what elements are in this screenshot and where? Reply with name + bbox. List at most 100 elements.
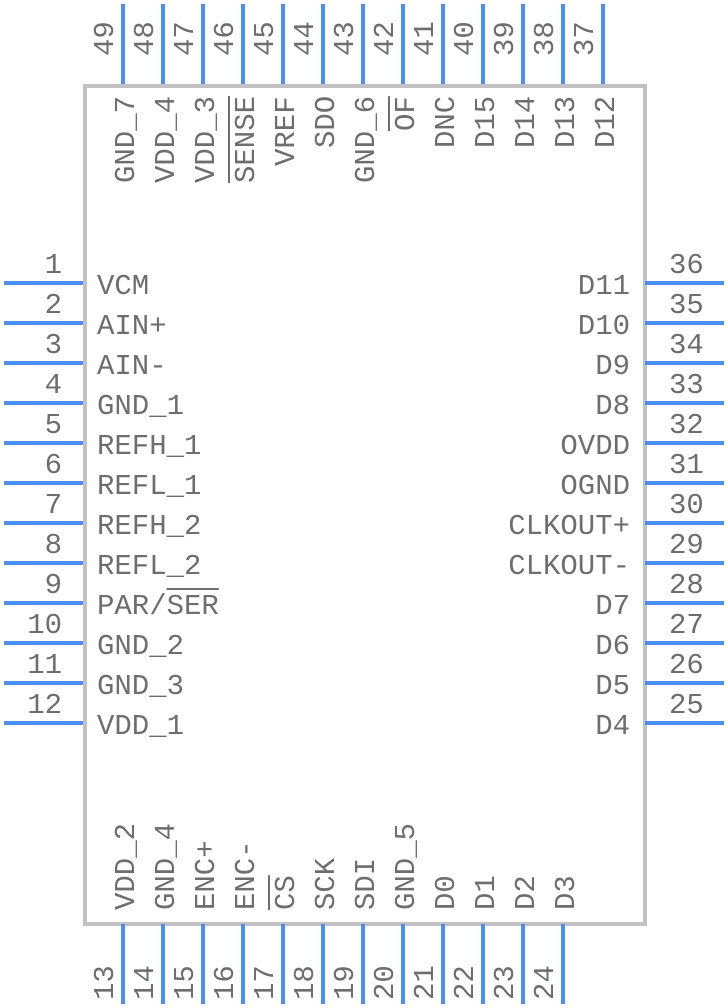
pin-number: 21: [409, 965, 442, 1000]
pin-number: 34: [669, 329, 704, 362]
pin-name: CLKOUT+: [508, 510, 631, 543]
pin-21-lead: [441, 924, 445, 1004]
pin-19-lead: [361, 924, 365, 1004]
pin-name: VDD_3: [190, 95, 223, 183]
pin-22-lead: [481, 924, 485, 1004]
pin-37-lead: [601, 4, 605, 84]
pin-name: SENSE: [230, 95, 263, 183]
pin-number: 28: [669, 569, 704, 602]
pin-number: 12: [27, 689, 62, 722]
pin-name: ENC-: [230, 840, 263, 910]
pin-36-lead: [645, 281, 724, 285]
pin-number: 29: [669, 529, 704, 562]
pin-30-lead: [645, 521, 724, 525]
pin-name: REFL_2: [97, 550, 202, 583]
pin-number: 38: [529, 21, 562, 56]
pin-name: REFH_2: [97, 510, 202, 543]
pin-name: SDI: [350, 857, 383, 910]
pin-name: D5: [595, 670, 630, 703]
pin-number: 8: [44, 529, 62, 562]
pin-43-lead: [361, 4, 365, 84]
pin-23-lead: [521, 924, 525, 1004]
pin-number: 6: [44, 449, 62, 482]
pin-32-lead: [645, 441, 724, 445]
pin-name: VDD_4: [150, 95, 183, 183]
pin-10-lead: [4, 641, 83, 645]
pin-45-lead: [281, 4, 285, 84]
pin-39-lead: [521, 4, 525, 84]
pin-number: 11: [27, 649, 62, 682]
pin-name: REFH_1: [97, 430, 202, 463]
pin-8-lead: [4, 561, 83, 565]
pin-5-lead: [4, 441, 83, 445]
pin-name: GND_3: [97, 670, 185, 703]
pin-17-lead: [281, 924, 285, 1004]
pin-number: 14: [129, 965, 162, 1000]
pin-31-lead: [645, 481, 724, 485]
pin-name: GND_1: [97, 390, 185, 423]
pin-name: D11: [577, 270, 631, 303]
overbar-text: SENSE: [230, 95, 263, 183]
pin-number: 3: [44, 329, 62, 362]
pin-number: 42: [369, 21, 402, 56]
pin-name: D15: [470, 95, 503, 149]
pin-name: SDO: [310, 95, 343, 149]
pin-name: D1: [470, 875, 503, 910]
pin-28-lead: [645, 601, 724, 605]
pin-number: 10: [27, 609, 62, 642]
pin-34-lead: [645, 361, 724, 365]
pin-number: 26: [669, 649, 704, 682]
pin-number: 15: [169, 965, 202, 1000]
pin-number: 2: [44, 289, 62, 322]
pin-name: D2: [510, 875, 543, 910]
pin-name: PAR/SER: [97, 590, 219, 623]
pin-26-lead: [645, 681, 724, 685]
pin-16-lead: [241, 924, 245, 1004]
pin-33-lead: [645, 401, 724, 405]
pin-number: 48: [129, 21, 162, 56]
pin-name: D14: [510, 95, 543, 149]
pin-number: 30: [669, 489, 704, 522]
pin-7-lead: [4, 521, 83, 525]
pin-number: 27: [669, 609, 704, 642]
pin-number: 20: [369, 965, 402, 1000]
pin-name: GND_4: [150, 822, 183, 910]
pin-38-lead: [561, 4, 565, 84]
pin-number: 44: [289, 21, 322, 56]
pin-number: 45: [249, 21, 282, 56]
pin-name: AIN-: [97, 350, 167, 383]
pin-number: 19: [329, 965, 362, 1000]
pin-number: 49: [89, 21, 122, 56]
pin-number: 5: [44, 409, 62, 442]
pin-20-lead: [401, 924, 405, 1004]
pin-number: 35: [669, 289, 704, 322]
pin-2-lead: [4, 321, 83, 325]
pin-18-lead: [321, 924, 325, 1004]
pin-number: 9: [44, 569, 62, 602]
pin-name: D6: [595, 630, 630, 663]
pin-name: VREF: [270, 95, 303, 166]
pin-25-lead: [645, 721, 724, 725]
pin-number: 17: [249, 965, 282, 1000]
pin-44-lead: [321, 4, 325, 84]
pin-number: 23: [489, 965, 522, 1000]
pin-name: CS: [270, 875, 303, 910]
overbar-text: CS: [270, 875, 303, 910]
pin-number: 36: [669, 249, 704, 282]
pin-48-lead: [161, 4, 165, 84]
pin-name: D9: [595, 350, 630, 383]
pin-9-lead: [4, 601, 83, 605]
pin-name: DNC: [430, 95, 463, 149]
pin-name: D10: [577, 310, 631, 343]
pin-name: SCK: [310, 857, 343, 910]
pin-name: OF: [390, 96, 423, 131]
pin-35-lead: [645, 321, 724, 325]
pin-14-lead: [161, 924, 165, 1004]
pin-number: 33: [669, 369, 704, 402]
pin-number: 40: [449, 21, 482, 56]
pin-name: VDD_2: [110, 822, 143, 910]
pin-3-lead: [4, 361, 83, 365]
pin-name: D0: [430, 875, 463, 910]
pin-24-lead: [561, 924, 565, 1004]
